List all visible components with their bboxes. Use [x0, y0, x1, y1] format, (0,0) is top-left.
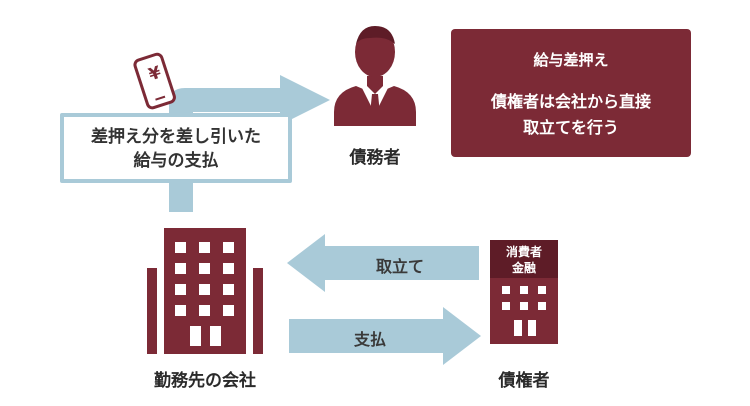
creditor-sign-line1: 消費者: [505, 245, 542, 259]
pay-arrow-label: 支払: [353, 330, 386, 349]
collect-arrow-label: 取立て: [375, 257, 424, 276]
payment-note-line2: 給与の支払: [133, 151, 219, 171]
collect-arrow: [287, 234, 479, 292]
creditor-label: 債権者: [498, 371, 550, 391]
debtor-person-icon: [334, 26, 416, 126]
pay-arrow: [289, 307, 481, 365]
creditor-sign-line2: 金融: [511, 261, 536, 275]
info-title: 給与差押え: [533, 51, 609, 69]
debtor-label: 債務者: [349, 148, 401, 168]
company-label: 勤務先の会社: [154, 371, 256, 391]
company-building-icon: [147, 228, 263, 354]
payment-note-line1: 差押え分を差し引いた: [91, 127, 261, 147]
payment-note-box: 差押え分を差し引いた 給与の支払: [60, 113, 292, 183]
info-line1: 債権者は会社から直接: [490, 92, 651, 111]
phone-icon: [133, 52, 176, 110]
info-box: 給与差押え 債権者は会社から直接 取立てを行う: [451, 29, 691, 157]
info-line2: 取立てを行う: [523, 118, 619, 137]
creditor-building-icon: [490, 240, 558, 344]
